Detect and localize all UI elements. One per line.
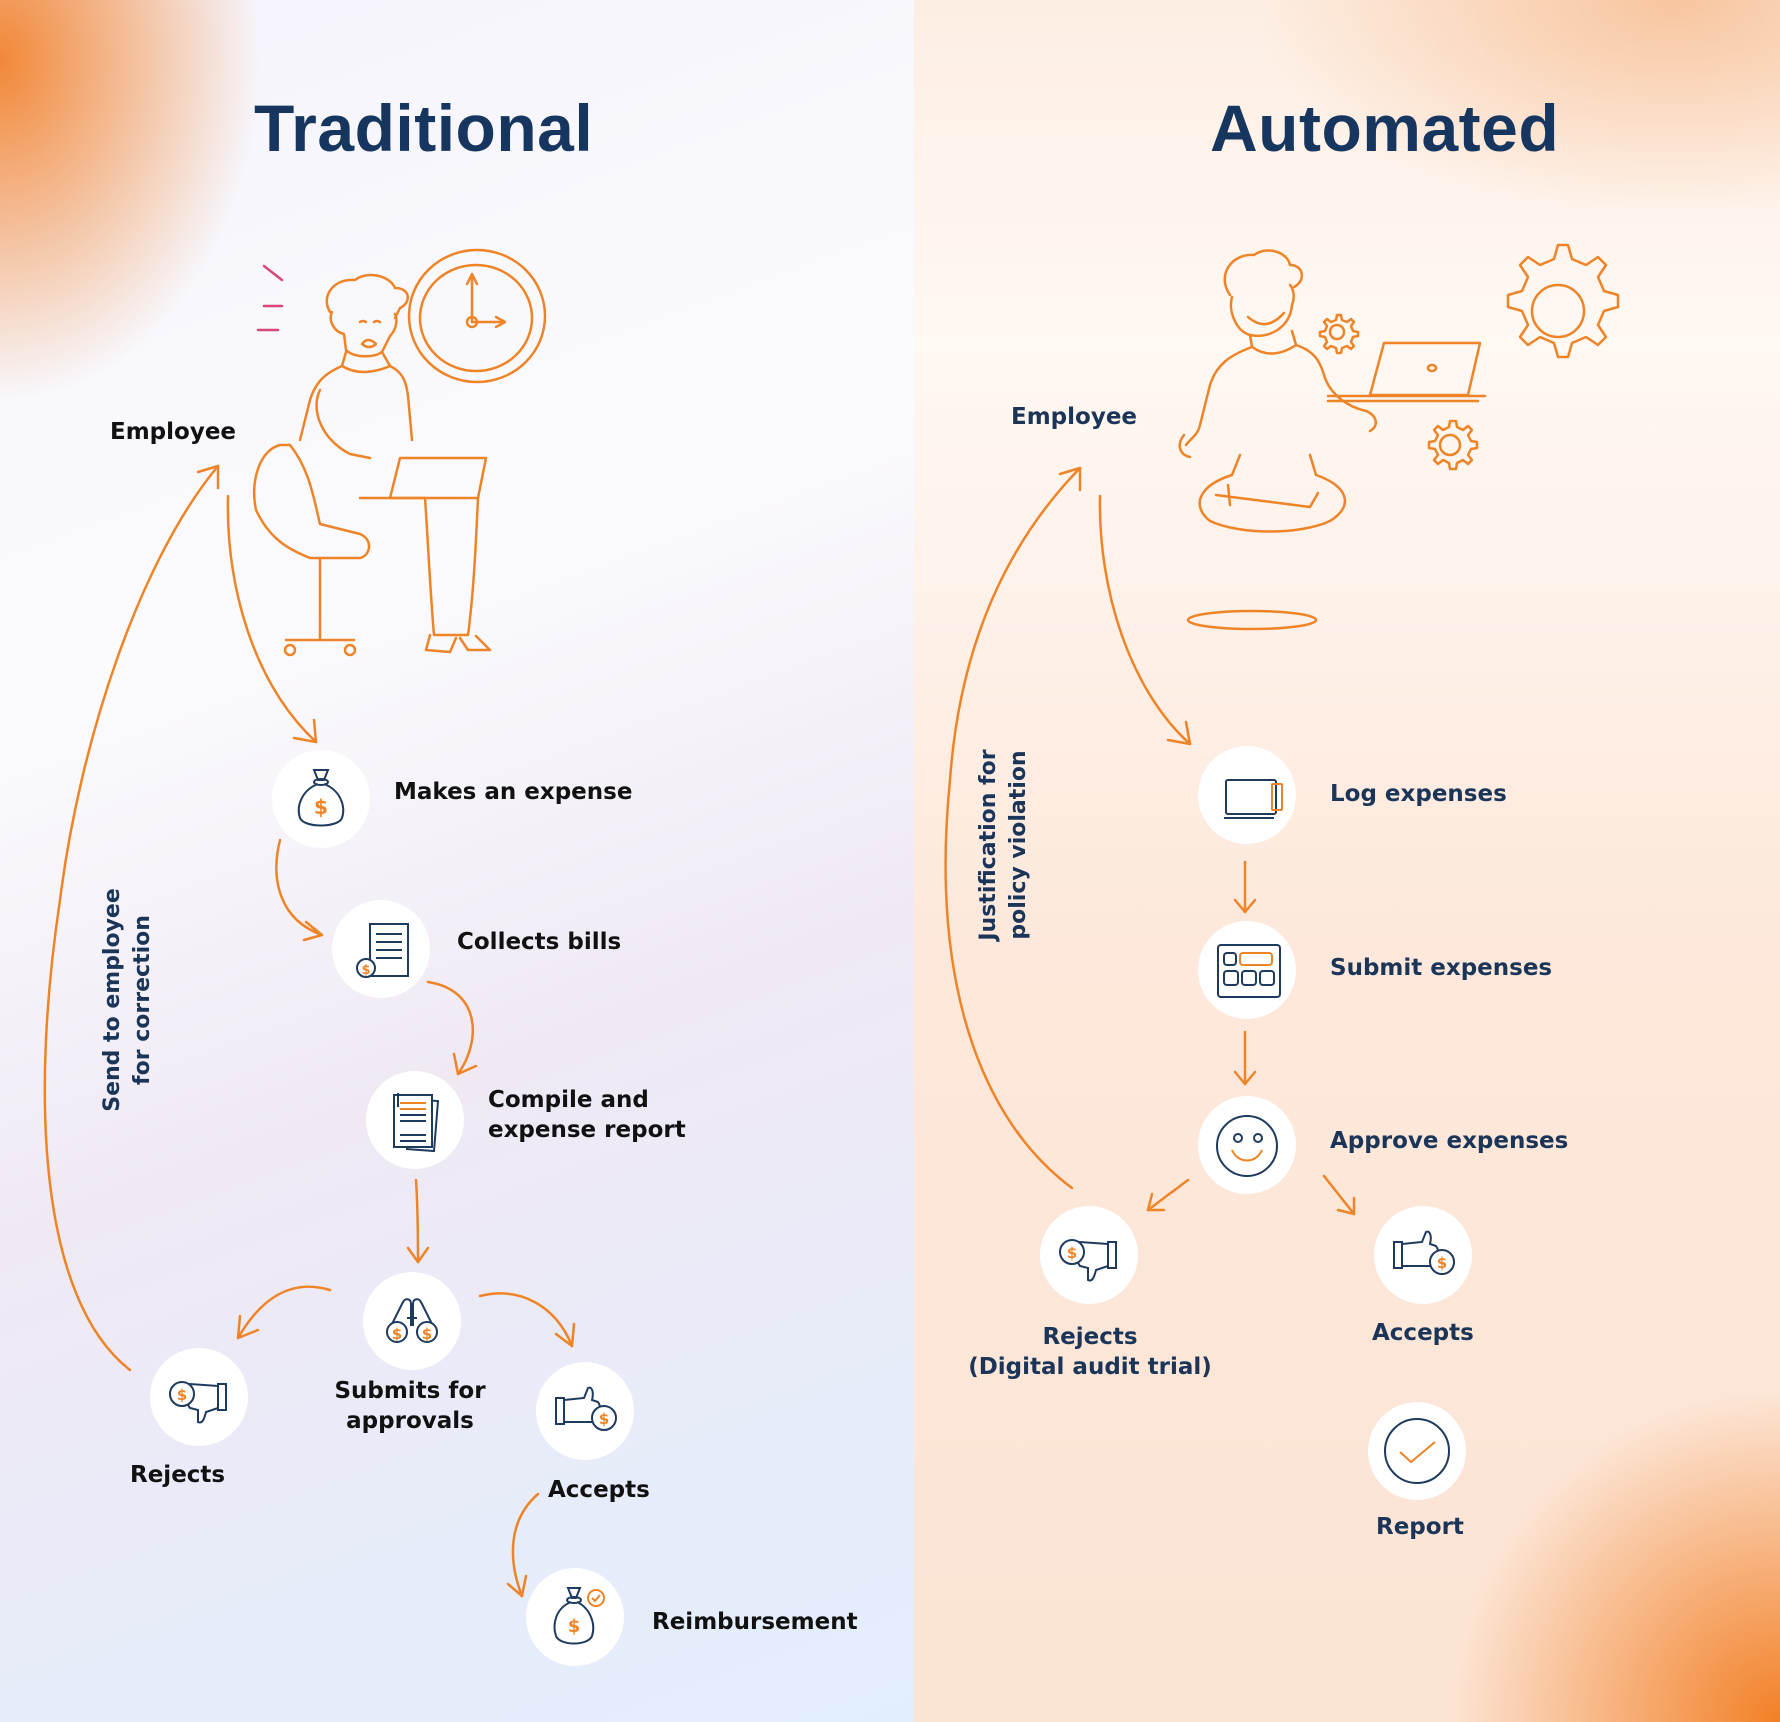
relaxed-employee-illustration — [1178, 243, 1620, 631]
svg-text:$: $ — [599, 1410, 609, 1428]
justification-label: Justification for policy violation — [974, 735, 1034, 955]
bill-receipt-icon: $ — [356, 923, 409, 978]
traditional-title: Traditional — [254, 91, 594, 165]
check-circle-icon — [1384, 1418, 1450, 1484]
label-line1: Rejects — [1042, 1324, 1138, 1350]
step-reimbursement-label: Reimbursement — [652, 1609, 858, 1635]
loop-label-line1: Send to employee — [100, 888, 125, 1112]
label-line2: (Digital audit trial) — [968, 1354, 1212, 1380]
step-rejects: $ — [150, 1348, 248, 1446]
step-report-label: Report — [1376, 1514, 1464, 1540]
step-log-expenses — [1198, 746, 1296, 844]
thumbs-down-money-icon: $ — [169, 1381, 227, 1424]
thumbs-up-money-icon: $ — [555, 1386, 617, 1431]
step-accepts: $ — [536, 1362, 634, 1460]
svg-text:$: $ — [568, 1616, 581, 1637]
thumbs-down-money-icon: $ — [1059, 1239, 1117, 1282]
svg-text:$: $ — [1437, 1254, 1447, 1272]
svg-text:$: $ — [314, 795, 328, 819]
laptop-icon — [1224, 779, 1283, 819]
step-submit-expenses — [1198, 921, 1296, 1019]
step-submit-expenses-label: Submit expenses — [1330, 955, 1553, 981]
step-rejects-automated-label: Rejects (Digital audit trial) — [960, 1322, 1220, 1382]
laptop-icon — [1326, 341, 1487, 403]
step-submits-approvals: $ $ — [363, 1272, 461, 1370]
traditional-employee-label: Employee — [110, 419, 237, 445]
step-accepts-label: Accepts — [548, 1477, 650, 1503]
report-documents-icon — [393, 1093, 440, 1153]
label-line1: Submits for — [334, 1378, 486, 1404]
smiley-icon — [1216, 1115, 1278, 1177]
binoculars-icon: $ $ — [386, 1298, 438, 1343]
step-makes-expense: $ — [272, 750, 370, 848]
svg-text:$: $ — [361, 963, 370, 978]
loop-label-line2: policy violation — [1006, 750, 1031, 940]
label-line2: approvals — [346, 1408, 474, 1434]
step-rejects-automated: $ — [1040, 1206, 1138, 1304]
step-reimbursement: $ — [526, 1568, 624, 1666]
automated-employee-label: Employee — [1011, 404, 1138, 430]
step-collects-bills: $ — [332, 900, 430, 998]
clock-icon — [407, 248, 547, 384]
floating-shadow — [1186, 609, 1318, 631]
svg-text:$: $ — [177, 1386, 187, 1404]
automated-title: Automated — [1210, 91, 1560, 165]
employee-figure — [253, 273, 492, 657]
send-to-employee-label: Send to employee for correction — [98, 880, 158, 1120]
step-collects-bills-label: Collects bills — [457, 929, 622, 955]
thumbs-up-money-icon: $ — [1393, 1230, 1455, 1275]
money-bag-check-icon: $ — [553, 1587, 605, 1645]
step-accepts-automated: $ — [1374, 1206, 1472, 1304]
step-log-expenses-label: Log expenses — [1330, 781, 1507, 807]
stressed-employee-illustration — [253, 248, 547, 657]
step-approve-expenses-label: Approve expenses — [1330, 1128, 1569, 1154]
step-makes-expense-label: Makes an expense — [394, 779, 633, 805]
dashboard-grid-icon — [1217, 944, 1281, 998]
svg-text:$: $ — [1067, 1244, 1077, 1262]
employee-figure — [1178, 249, 1378, 533]
step-submits-approvals-label: Submits for approvals — [330, 1376, 490, 1436]
step-rejects-label: Rejects — [130, 1462, 226, 1488]
label-line2: expense report — [488, 1117, 686, 1143]
step-compile-report — [366, 1071, 464, 1169]
loop-label-line1: Justification for — [976, 749, 1001, 941]
step-compile-report-label: Compile and expense report — [488, 1085, 686, 1145]
svg-text:$: $ — [422, 1325, 432, 1343]
medium-gear-icon — [1427, 419, 1479, 471]
small-gear-icon — [1318, 313, 1360, 355]
label-line1: Compile and — [488, 1087, 649, 1113]
money-bag-icon: $ — [297, 769, 345, 827]
step-approve-expenses — [1198, 1096, 1296, 1194]
step-report — [1368, 1402, 1466, 1500]
large-gear-icon — [1506, 243, 1620, 359]
step-accepts-automated-label: Accepts — [1372, 1320, 1474, 1346]
stress-marks-icon — [256, 264, 284, 332]
loop-label-line2: for correction — [130, 915, 155, 1085]
svg-text:$: $ — [392, 1325, 402, 1343]
